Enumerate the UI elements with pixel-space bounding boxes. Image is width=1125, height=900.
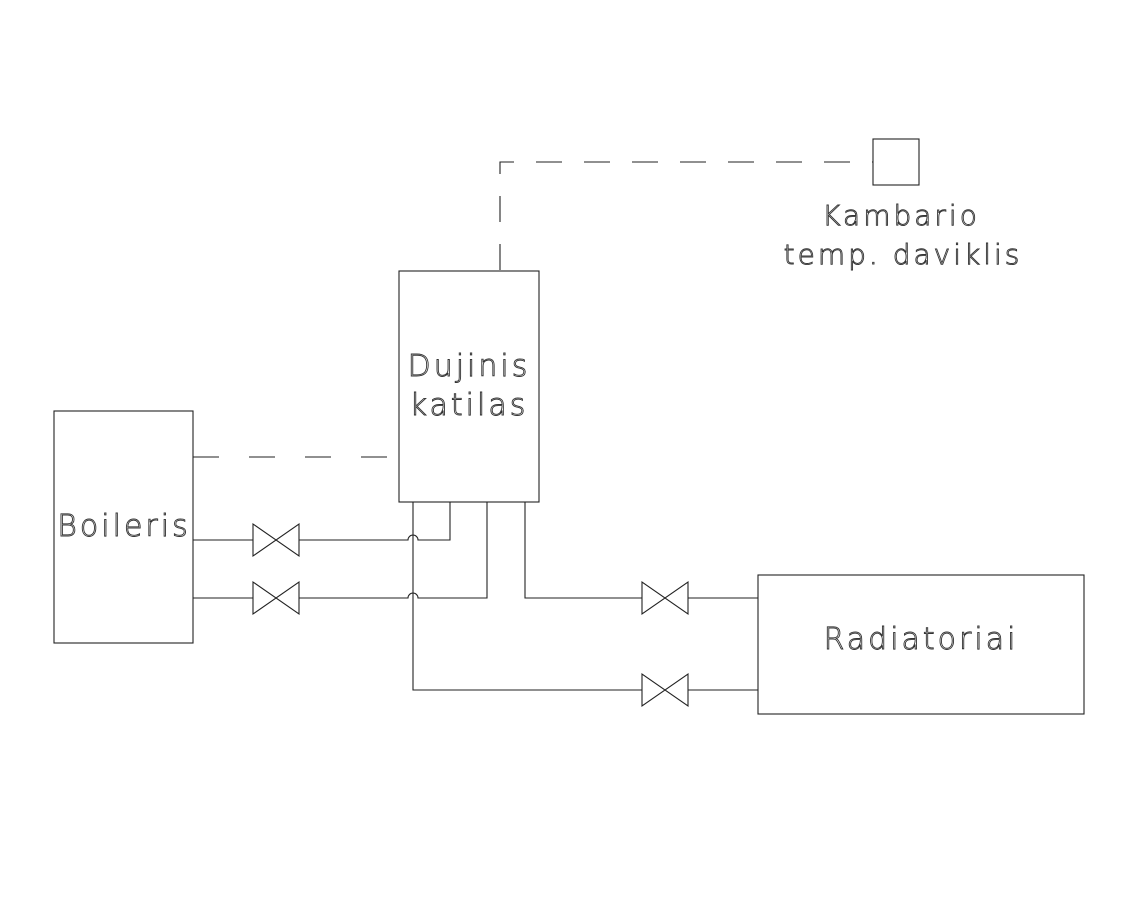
room-temp-sensor[interactable] — [872, 138, 920, 186]
valve-tank-lower[interactable] — [252, 580, 300, 616]
radiator-supply-pipe — [524, 502, 758, 599]
sensor-signal-line — [499, 161, 873, 270]
gas-boiler[interactable] — [398, 270, 540, 503]
tank-pipe-lower — [193, 502, 488, 599]
tank-label: Boileris — [57, 509, 190, 544]
tank-pipe-upper — [193, 502, 451, 541]
valve-radiator-return[interactable] — [641, 672, 689, 708]
gas-boiler-label-line1: Dujinis — [408, 349, 531, 384]
valve-tank-upper[interactable] — [252, 522, 300, 558]
gas-boiler-label-line2: katilas — [410, 388, 529, 423]
valve-radiator-supply[interactable] — [641, 580, 689, 616]
water-heater-tank[interactable] — [53, 410, 194, 644]
sensor-label-line2: temp. daviklis — [784, 238, 1023, 271]
radiator-return-pipe — [412, 502, 758, 691]
sensor-label-line1: Kambario — [822, 199, 980, 232]
radiators-label: Radiatoriai — [824, 622, 1019, 657]
radiators[interactable] — [757, 574, 1085, 715]
